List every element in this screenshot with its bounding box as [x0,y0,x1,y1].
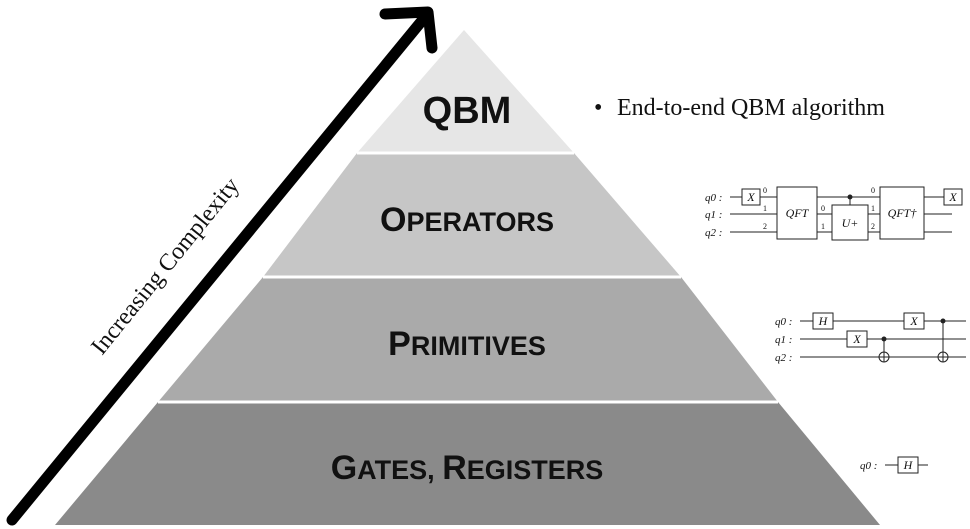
control-dot [881,336,887,342]
x-gate-label: X [852,332,861,346]
u-gate [831,204,869,241]
bullet-text: End-to-end QBM algorithm [617,95,885,121]
tier-gates-label: GATES, REGISTERS [331,449,604,487]
x-gate [741,188,761,206]
qubit-label: q0 : [705,192,722,204]
x-gate [903,312,925,330]
x-gate [846,330,868,348]
port-label: 2 [871,222,875,231]
port-label: 0 [821,204,825,213]
tier-qbm-label: QBM [423,90,512,132]
h-gate-label: H [818,314,829,328]
arrow-head-icon [379,6,438,54]
arrow-shaft [6,11,431,526]
h-gate-label: H [903,458,914,472]
h-gate [897,456,919,474]
qubit-label: q0 : [775,316,792,328]
tier-operators-label: OPERATORS [380,201,554,239]
bullet-marker: • [594,95,602,121]
operators-circuit: q0 : q1 : q2 : X QFT 0 1 2 U+ 0 1 QFT† 0… [705,186,963,241]
qft-gate-label: QFT [786,206,810,220]
qft-dagger-gate [879,186,925,240]
qubit-label: q1 : [705,209,722,221]
qubit-label: q1 : [775,334,792,346]
qubit-label: q2 : [775,352,792,364]
qubit-label: q2 : [705,227,722,239]
qubit-label: q0 : [860,460,877,472]
tier-operators-shape [263,153,681,277]
x-gate [943,188,963,206]
control-dot [847,194,853,200]
tier-qbm-shape [357,30,574,153]
port-label: 1 [763,204,767,213]
h-gate [812,312,834,330]
tier-gates-shape [55,402,880,525]
port-label: 2 [763,222,767,231]
port-label: 1 [871,204,875,213]
control-dot [940,318,946,324]
complexity-arrow [6,6,438,526]
tier-primitives-label: PRIMITIVES [388,325,546,363]
port-label: 0 [763,186,767,195]
port-label: 0 [871,186,875,195]
x-gate-label: X [909,314,918,328]
x-gate-label: X [948,190,957,204]
tier-primitives-shape [158,277,778,402]
primitives-circuit: q0 : q1 : q2 : H X X [775,312,966,364]
qft-gate [776,186,818,240]
qft-dagger-gate-label: QFT† [888,206,918,220]
gates-circuit: q0 : H [860,456,928,474]
x-gate-label: X [746,190,755,204]
port-label: 1 [821,222,825,231]
u-gate-label: U+ [842,216,859,230]
